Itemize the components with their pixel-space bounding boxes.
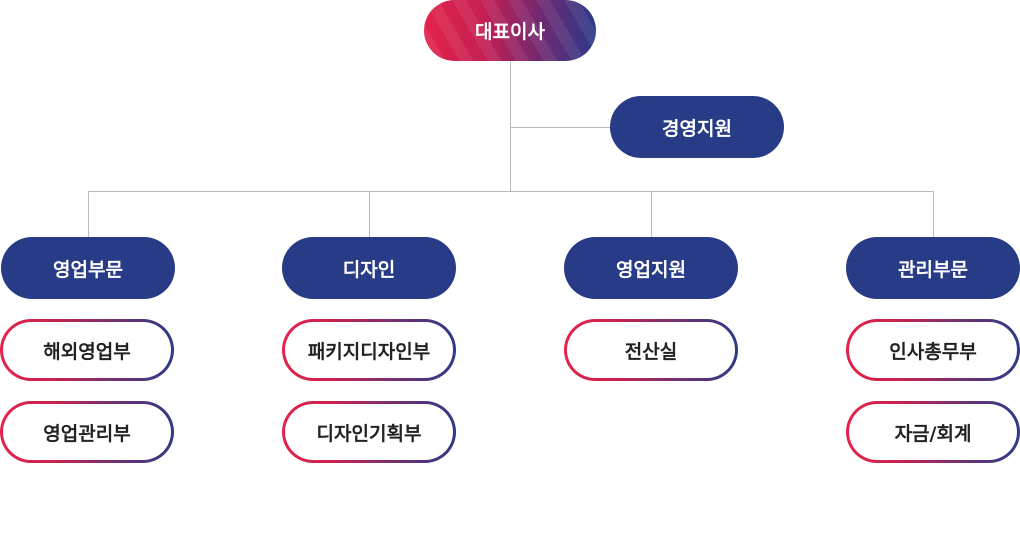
team-hr-general-affairs-node: 인사총무부: [846, 319, 1020, 381]
team-design-planning-node: 디자인기획부: [282, 401, 456, 463]
division-sales-support-node: 영업지원: [564, 237, 738, 299]
team-sales-management-node: 영업관리부: [0, 401, 174, 463]
team-label: 영업관리부: [3, 404, 171, 460]
team-label: 자금/회계: [849, 404, 1017, 460]
team-package-design-node: 패키지디자인부: [282, 319, 456, 381]
team-finance-accounting-node: 자금/회계: [846, 401, 1020, 463]
management-support-node: 경영지원: [610, 96, 784, 158]
team-it-node: 전산실: [564, 319, 738, 381]
division-admin-node: 관리부문: [846, 237, 1020, 299]
ceo-node: 대표이사: [424, 0, 596, 61]
team-label: 해외영업부: [3, 322, 171, 378]
team-label: 디자인기획부: [285, 404, 453, 460]
team-label: 인사총무부: [849, 322, 1017, 378]
team-label: 전산실: [567, 322, 735, 378]
team-label: 패키지디자인부: [285, 322, 453, 378]
division-design-node: 디자인: [282, 237, 456, 299]
division-sales-node: 영업부문: [1, 237, 175, 299]
team-overseas-sales-node: 해외영업부: [0, 319, 174, 381]
